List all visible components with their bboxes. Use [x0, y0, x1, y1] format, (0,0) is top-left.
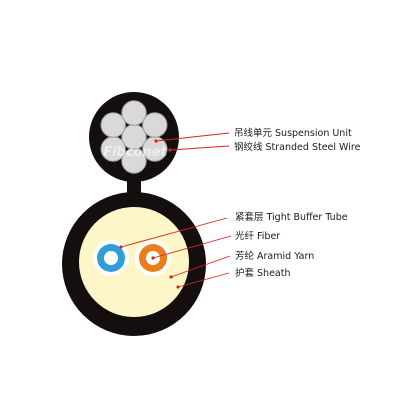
- leader-dot-tight-buffer-tube: [119, 245, 123, 249]
- leader-endpoints: [119, 139, 180, 289]
- leader-dot-aramid-yarn: [169, 275, 173, 279]
- main-cable-body: [62, 192, 206, 336]
- stranded-steel-wire-bundle: [100, 100, 168, 174]
- leader-line-aramid-yarn: [170, 255, 231, 278]
- steel-wire-strand: [121, 148, 147, 174]
- leader-dot-suspension-unit: [154, 139, 158, 143]
- label-suspension-unit: 吊线单元 Suspension Unit: [234, 127, 352, 139]
- leader-dot-steel-wire: [168, 148, 172, 152]
- steel-wire-strand: [142, 112, 168, 138]
- leader-line-sheath: [177, 272, 230, 288]
- leader-line-tight-buffer-tube: [120, 217, 228, 248]
- label-tight-buffer-tube: 紧套层 Tight Buffer Tube: [235, 211, 348, 223]
- label-stranded-steel-wire: 钢绞线 Stranded Steel Wire: [234, 141, 361, 153]
- label-fiber: 光纤 Fiber: [235, 230, 280, 242]
- fiber-core-blue: [104, 251, 118, 265]
- label-sheath: 护套 Sheath: [235, 267, 290, 279]
- leader-line-steel-wire: [169, 145, 230, 151]
- component-labels: 吊线单元 Suspension Unit 钢绞线 Stranded Steel …: [234, 127, 361, 279]
- leader-lines: [120, 132, 232, 288]
- steel-wire-strand: [121, 100, 147, 126]
- suspension-unit: Fibconet: [89, 92, 179, 202]
- label-aramid-yarn: 芳纶 Aramid Yarn: [235, 250, 314, 262]
- steel-wire-strand: [100, 112, 126, 138]
- leader-dot-sheath: [176, 285, 180, 289]
- brand-watermark: Fibconet: [103, 145, 167, 160]
- tight-buffer-tube-blue: [93, 240, 129, 276]
- leader-line-fiber: [152, 235, 232, 259]
- leader-line-suspension-unit: [155, 132, 230, 142]
- aramid-yarn-fill: [79, 207, 189, 317]
- leader-dot-fiber: [151, 256, 155, 260]
